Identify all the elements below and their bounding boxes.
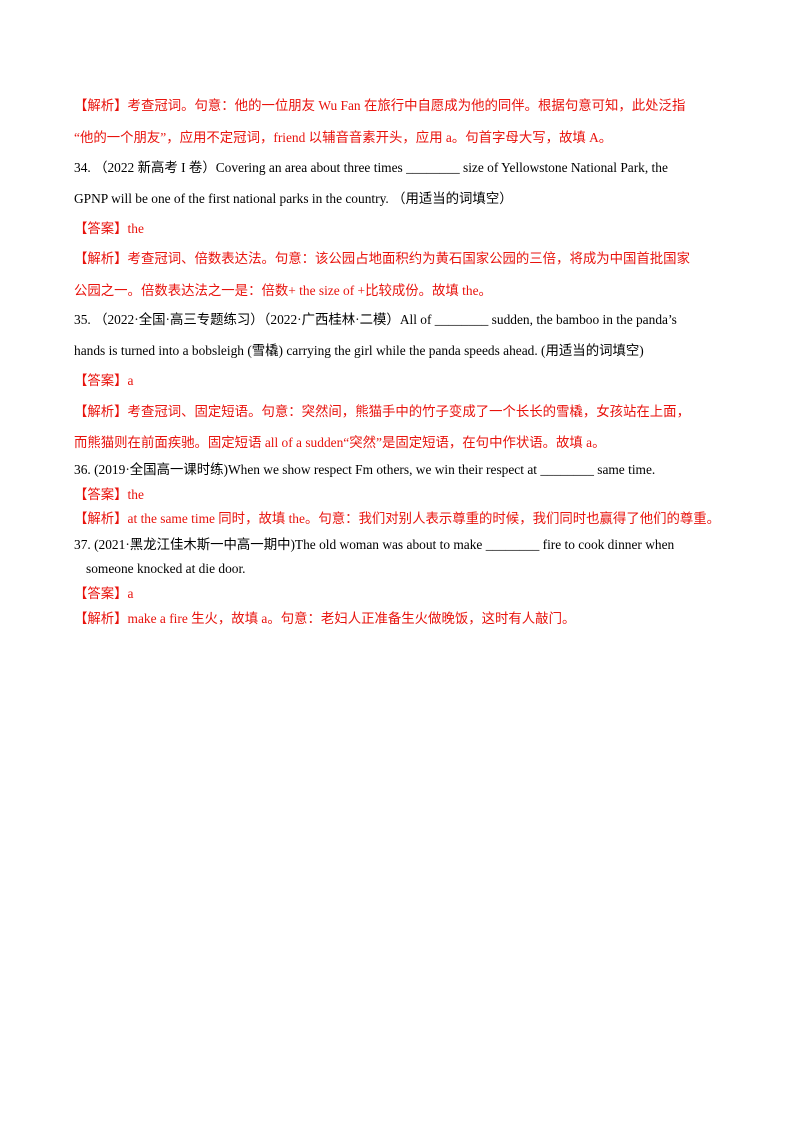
analysis-35-cont: 而熊猫则在前面疾驰。固定短语 all of a sudden“突然”是固定短语，… [74, 435, 606, 450]
analysis-34: 【解析】考查冠词、倍数表达法。句意：该公园占地面积约为黄石国家公园的三倍，将成为… [74, 251, 690, 266]
question-34-cont: GPNP will be one of the first national p… [74, 191, 513, 206]
analysis-35: 【解析】考查冠词、固定短语。句意：突然间，熊猫手中的竹子变成了一个长长的雪橇，女… [74, 404, 690, 419]
analysis-line: 【解析】考查冠词。句意：他的一位朋友 Wu Fan 在旅行中自愿成为他的同伴。根… [74, 98, 686, 113]
question-34: 34. （2022 新高考 I 卷）Covering an area about… [74, 160, 668, 175]
answer-37: 【答案】a [74, 586, 134, 601]
answer-36: 【答案】the [74, 487, 144, 502]
question-35-cont: hands is turned into a bobsleigh (雪橇) ca… [74, 343, 644, 358]
analysis-line: “他的一个朋友”，应用不定冠词，friend 以辅音音素开头，应用 a。句首字母… [74, 130, 613, 145]
question-37: 37. (2021·黑龙江佳木斯一中高一期中)The old woman was… [74, 537, 675, 552]
analysis-34-cont: 公园之一。倍数表达法之一是：倍数+ the size of +比较成份。故填 t… [74, 283, 492, 298]
answer-34: 【答案】the [74, 221, 144, 236]
question-36: 36. (2019·全国高一课时练)When we show respect F… [74, 462, 656, 477]
analysis-36: 【解析】at the same time 同时，故填 the。句意：我们对别人表… [74, 511, 721, 526]
question-37-cont: someone knocked at die door. [86, 561, 246, 576]
analysis-37: 【解析】make a fire 生火，故填 a。句意：老妇人正准备生火做晚饭，这… [74, 611, 576, 626]
answer-35: 【答案】a [74, 373, 134, 388]
question-35: 35. （2022·全国·高三专题练习）（2022·广西桂林·二模）All of… [74, 312, 677, 327]
